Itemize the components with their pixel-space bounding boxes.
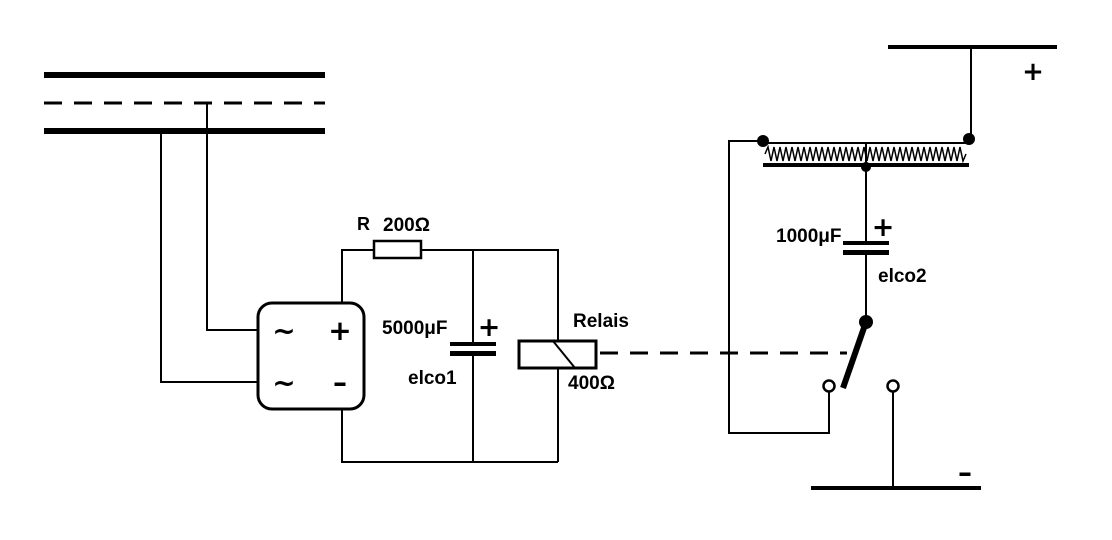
elco2-value: 1000μF [776,226,842,247]
resistor-body [372,239,423,260]
resistor-value: 200Ω [383,215,430,236]
resistor: R 200Ω [357,214,430,260]
rectifier-box [256,301,366,411]
capacitor-elco2: 1000μF + elco2 [776,212,927,287]
supply-minus-label: – [958,456,972,489]
wire-pot-left-loop [728,140,830,434]
potentiometer [757,133,975,172]
rectifier-ac2-symbol: ~ [272,366,295,399]
elco2-plate-positive [843,241,889,245]
elco2-polarity: + [872,212,895,243]
relay-value: 400Ω [568,373,615,394]
switch-blade [840,321,869,389]
switch-contact-left [822,379,836,393]
capacitor-elco1: 5000μF + elco1 [382,312,500,389]
relay-name: Relais [573,311,629,332]
rail-wires [160,103,258,383]
rectifier-plus-symbol: + [328,314,351,347]
elco2-plate-negative [843,250,889,255]
elco1-polarity: + [478,312,501,343]
relay-coil: Relais 400Ω [517,311,629,394]
relay-switch [822,315,900,393]
right-circuit-wires [728,47,972,488]
supply-lines: + – [811,45,1057,490]
rectifier-ac1-symbol: ~ [272,314,295,347]
wire-rail-mid-to-ac1 [206,103,258,331]
switch-pivot-node [859,315,873,329]
supply-plus-label: + [1022,57,1044,87]
bridge-rectifier: ~ ~ + – [256,301,366,411]
elco1-plate-negative [450,351,496,356]
resistor-letter: R [357,214,370,234]
rectifier-minus-symbol: – [333,366,347,399]
elco2-name: elco2 [878,266,927,287]
wire-rail-bottom-to-ac2 [160,131,258,383]
wire-minus-to-bottom [341,409,558,463]
wire-plus-to-resistor [341,249,374,303]
pot-right-node [963,133,975,145]
elco1-plate-positive [450,342,496,346]
elco1-value: 5000μF [382,318,448,339]
relay-diagonal [552,340,576,369]
wire-resistor-to-relay [421,249,559,341]
switch-contact-right [886,379,900,393]
left-circuit-wires [341,249,559,463]
rail-lines [44,72,325,134]
elco1-name: elco1 [408,368,457,389]
